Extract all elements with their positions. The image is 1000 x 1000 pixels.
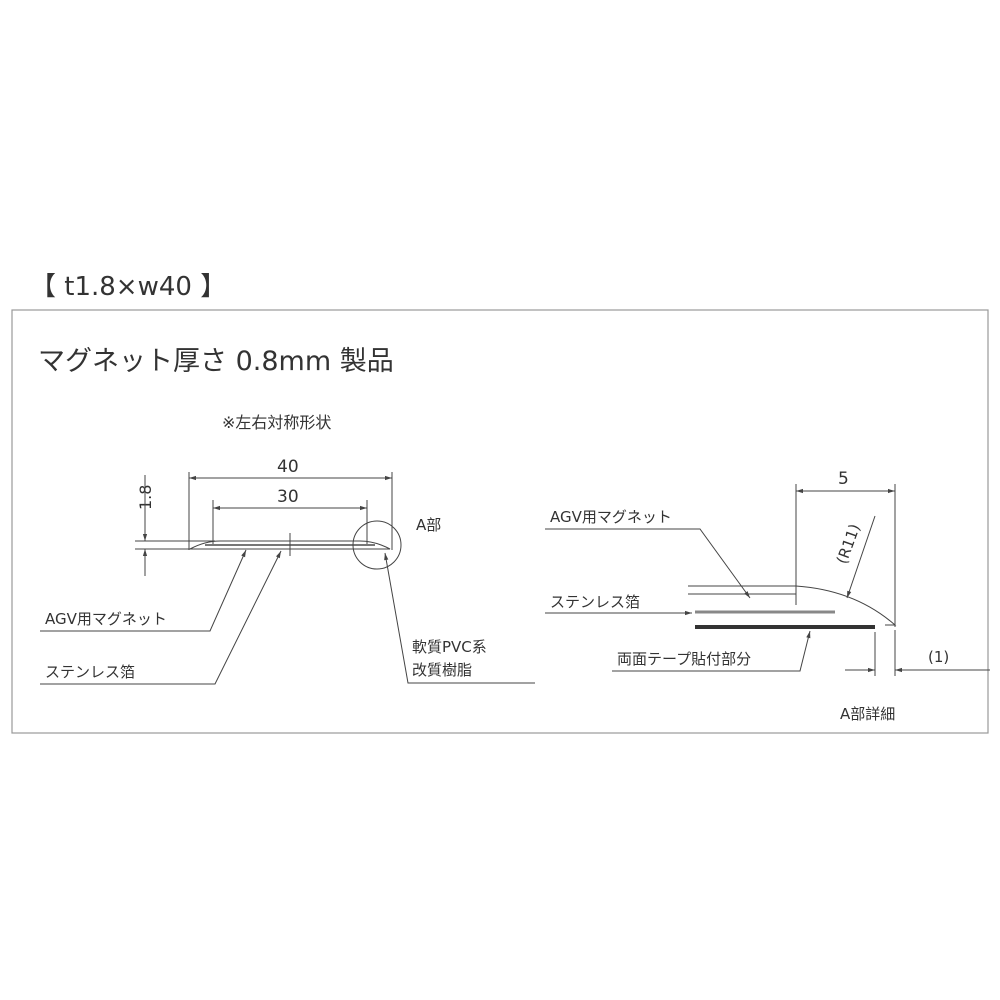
symmetry-note: ※左右対称形状: [222, 413, 331, 432]
dim-width-label: 5: [838, 469, 849, 489]
dim-overall-label: 40: [277, 457, 299, 477]
diagram-title: マグネット厚さ 0.8mm 製品: [38, 346, 394, 377]
detail-label-stainless: ステンレス箔: [550, 593, 640, 611]
label-pvc-1: 軟質PVC系: [412, 638, 487, 656]
detail-label-tape: 両面テープ貼付部分: [617, 650, 751, 668]
strip-profile: [189, 540, 391, 550]
detail-caption: A部詳細: [840, 705, 895, 723]
detail-label-magnet: AGV用マグネット: [550, 508, 672, 526]
detail-marker-label: A部: [416, 516, 441, 534]
dim-edge-label: (1): [928, 648, 949, 666]
spec-header: 【 t1.8×w40 】: [30, 272, 226, 302]
dim-inner-label: 30: [277, 487, 299, 507]
dim-radius-label: (R11): [833, 521, 864, 566]
cross-section-view: 40 30 1.8 A部 AGV用マグネット ステンレス箔 軟質PVC系 改質樹…: [40, 457, 535, 685]
label-stainless: ステンレス箔: [45, 663, 135, 681]
label-pvc-2: 改質樹脂: [412, 661, 472, 679]
resin-profile: [688, 585, 897, 626]
detail-circle: [352, 520, 402, 570]
label-magnet: AGV用マグネット: [45, 610, 167, 628]
diagram-frame: [11, 309, 989, 734]
detail-a-view: 5 (R11) AGV用マグネット ステンレス箔 両面テープ貼付部分 (1) A…: [545, 469, 990, 723]
